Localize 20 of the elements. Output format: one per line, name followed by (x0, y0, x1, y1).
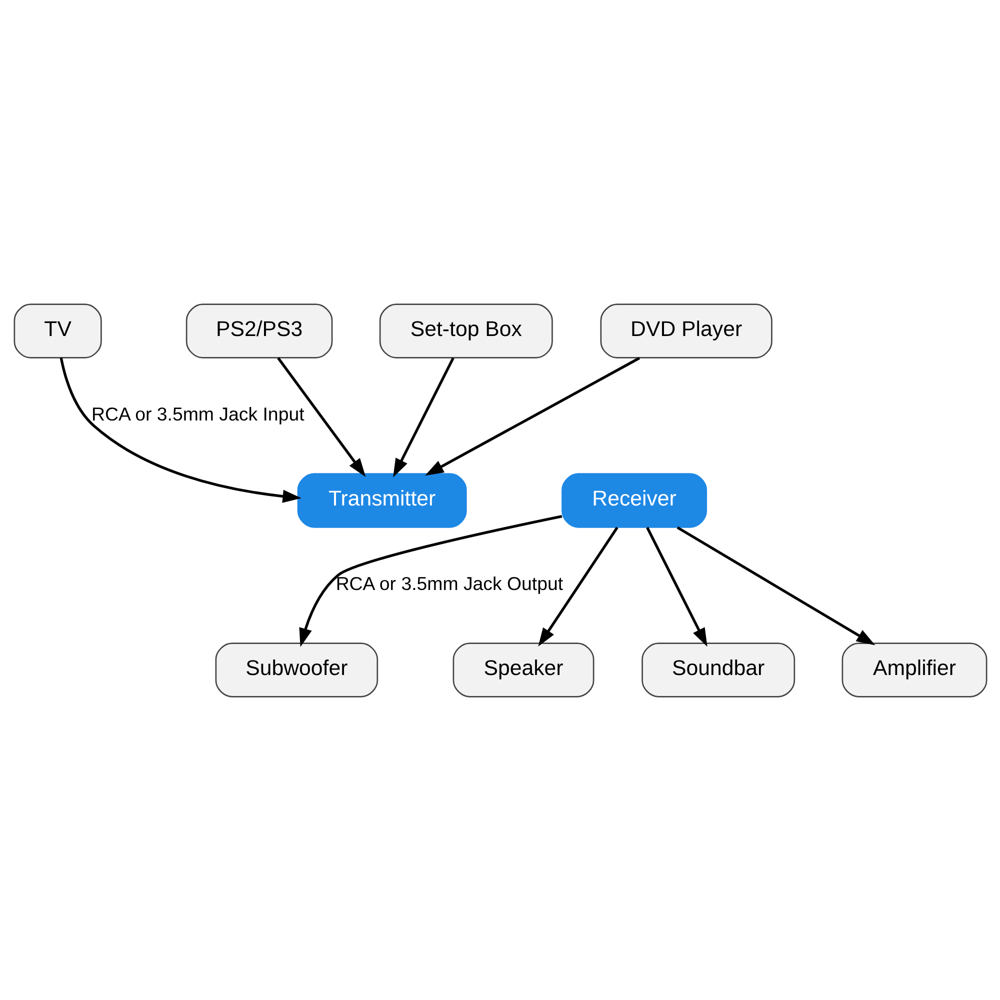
arrow (298, 514, 562, 646)
node-box: TV (13, 303, 102, 358)
arrow (676, 526, 875, 645)
node-box: Speaker (452, 642, 594, 697)
node-box: DVD Player (600, 303, 772, 358)
edge-label: RCA or 3.5mm Jack Output (335, 572, 563, 594)
node-box: Receiver (561, 472, 706, 528)
arrow (646, 526, 707, 646)
arrow (424, 356, 640, 476)
arrow (538, 526, 618, 646)
node-box: Transmitter (296, 472, 466, 528)
arrow (276, 356, 366, 476)
node-box: Amplifier (841, 642, 987, 697)
edge-label: RCA or 3.5mm Jack Input (91, 403, 304, 424)
arrow (392, 356, 454, 477)
node-box: Subwoofer (214, 642, 378, 697)
node-box: Soundbar (641, 642, 795, 697)
node-box: Set-top Box (378, 303, 552, 358)
arrow (59, 357, 301, 502)
node-box: PS2/PS3 (185, 303, 332, 358)
